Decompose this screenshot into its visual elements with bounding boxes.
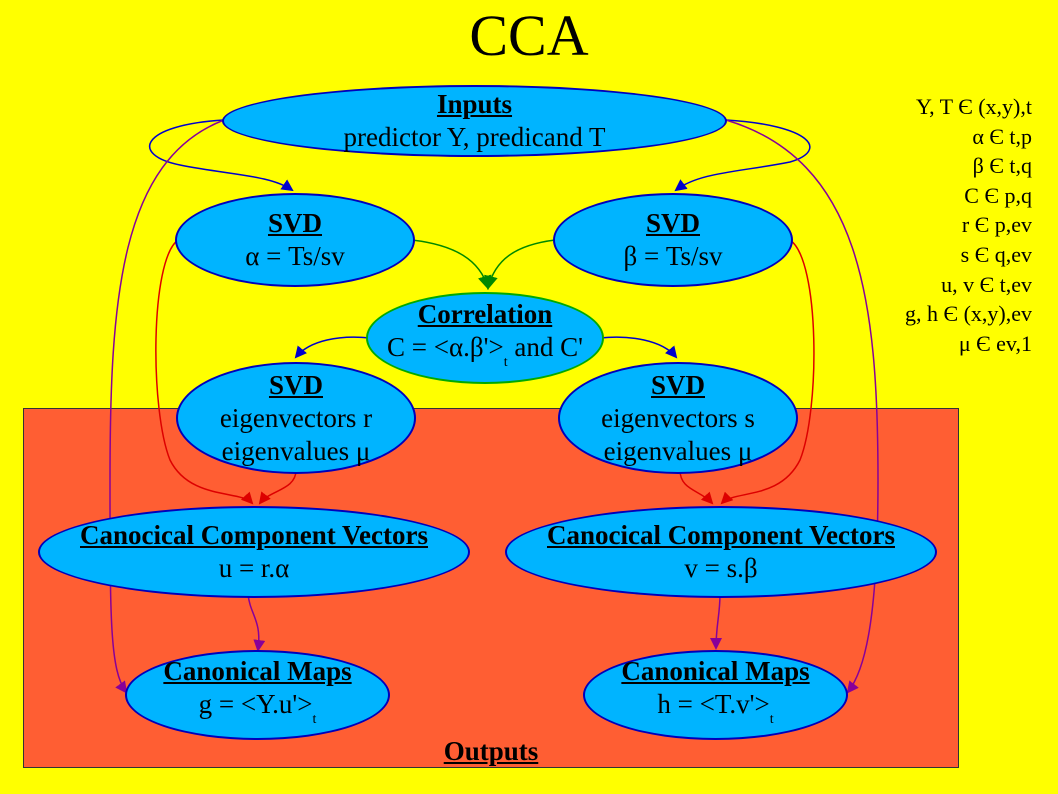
node-text: eigenvalues μ xyxy=(603,435,753,466)
arrow-correlation-to-svd-r xyxy=(294,336,371,359)
dimension-legend: Y, T Є (x,y),t α Є t,p β Є t,q C Є p,q r… xyxy=(905,92,1032,358)
arrow-ccv-v-to-map-h xyxy=(710,593,723,650)
node-heading: Canonical Maps xyxy=(621,655,810,686)
arrow-inputs-to-svd-beta xyxy=(674,119,811,192)
node-text: h = <T.v'>t xyxy=(657,688,774,727)
legend-line: β Є t,q xyxy=(972,153,1032,179)
node-correlation: Correlation C = <α.β'>t and C' xyxy=(366,292,604,384)
arrow-inputs-to-svd-alpha xyxy=(148,119,294,192)
arrow-inputs-to-map-g xyxy=(109,119,225,694)
node-text: predictor Y, predicand T xyxy=(343,122,606,152)
node-text: eigenvalues μ xyxy=(221,435,371,466)
node-heading: Correlation xyxy=(417,298,553,329)
legend-line: u, v Є t,ev xyxy=(941,271,1032,297)
arrow-ccv-u-to-map-g xyxy=(247,593,266,652)
node-text: α = Ts/sv xyxy=(245,241,345,271)
node-map-g: Canonical Maps g = <Y.u'>t xyxy=(125,650,390,740)
legend-line: C Є p,q xyxy=(964,182,1032,208)
node-text: u = r.α xyxy=(218,553,290,583)
legend-line: α Є t,p xyxy=(972,123,1032,149)
node-svd-beta: SVD β = Ts/sv xyxy=(553,193,793,287)
arrow-inputs-to-map-h xyxy=(725,119,879,694)
node-svd-s: SVD eigenvectors s eigenvalues μ xyxy=(558,362,798,474)
arrow-svd-beta-to-correlation xyxy=(484,239,556,290)
node-heading: Inputs xyxy=(436,89,513,119)
arrow-svd-s-to-ccv-v xyxy=(679,469,714,505)
node-text: C = <α.β'>t and C' xyxy=(387,331,583,370)
legend-line: g, h Є (x,y),ev xyxy=(905,301,1032,327)
node-inputs: Inputs predictor Y, predicand T xyxy=(222,85,727,157)
arrow-svd-r-to-ccv-u xyxy=(258,469,297,505)
node-heading: Canonical Maps xyxy=(163,655,352,686)
node-svd-alpha: SVD α = Ts/sv xyxy=(175,193,415,287)
node-heading: SVD xyxy=(645,208,700,238)
node-heading: SVD xyxy=(268,369,323,400)
legend-line: Y, T Є (x,y),t xyxy=(916,94,1032,119)
node-heading: SVD xyxy=(267,208,322,238)
legend-line: μ Є ev,1 xyxy=(958,330,1032,356)
node-heading: Canocical Component Vectors xyxy=(80,520,428,550)
arrow-svd-alpha-to-correlation xyxy=(411,239,492,290)
node-text: eigenvectors s xyxy=(601,402,755,433)
arrow-correlation-to-svd-s xyxy=(599,336,678,359)
legend-line: s Є q,ev xyxy=(960,241,1032,267)
node-map-h: Canonical Maps h = <T.v'>t xyxy=(583,650,848,740)
node-text: eigenvectors r xyxy=(219,402,373,433)
arrow-svd-beta-to-ccv-v xyxy=(720,239,815,505)
node-heading: Canocical Component Vectors xyxy=(547,520,895,550)
node-text: g = <Y.u'>t xyxy=(198,688,317,727)
outputs-label: Outputs xyxy=(443,736,539,766)
node-text: β = Ts/sv xyxy=(623,241,723,271)
node-heading: SVD xyxy=(650,369,705,400)
node-text: v = s.β xyxy=(684,553,758,583)
legend-line: r Є p,ev xyxy=(961,212,1032,238)
node-svd-r: SVD eigenvectors r eigenvalues μ xyxy=(176,362,416,474)
node-ccv-u: Canocical Component Vectors u = r.α xyxy=(38,506,470,598)
diagram-title: CCA xyxy=(469,3,589,68)
node-ccv-v: Canocical Component Vectors v = s.β xyxy=(505,506,937,598)
arrow-svd-alpha-to-ccv-u xyxy=(155,239,254,505)
